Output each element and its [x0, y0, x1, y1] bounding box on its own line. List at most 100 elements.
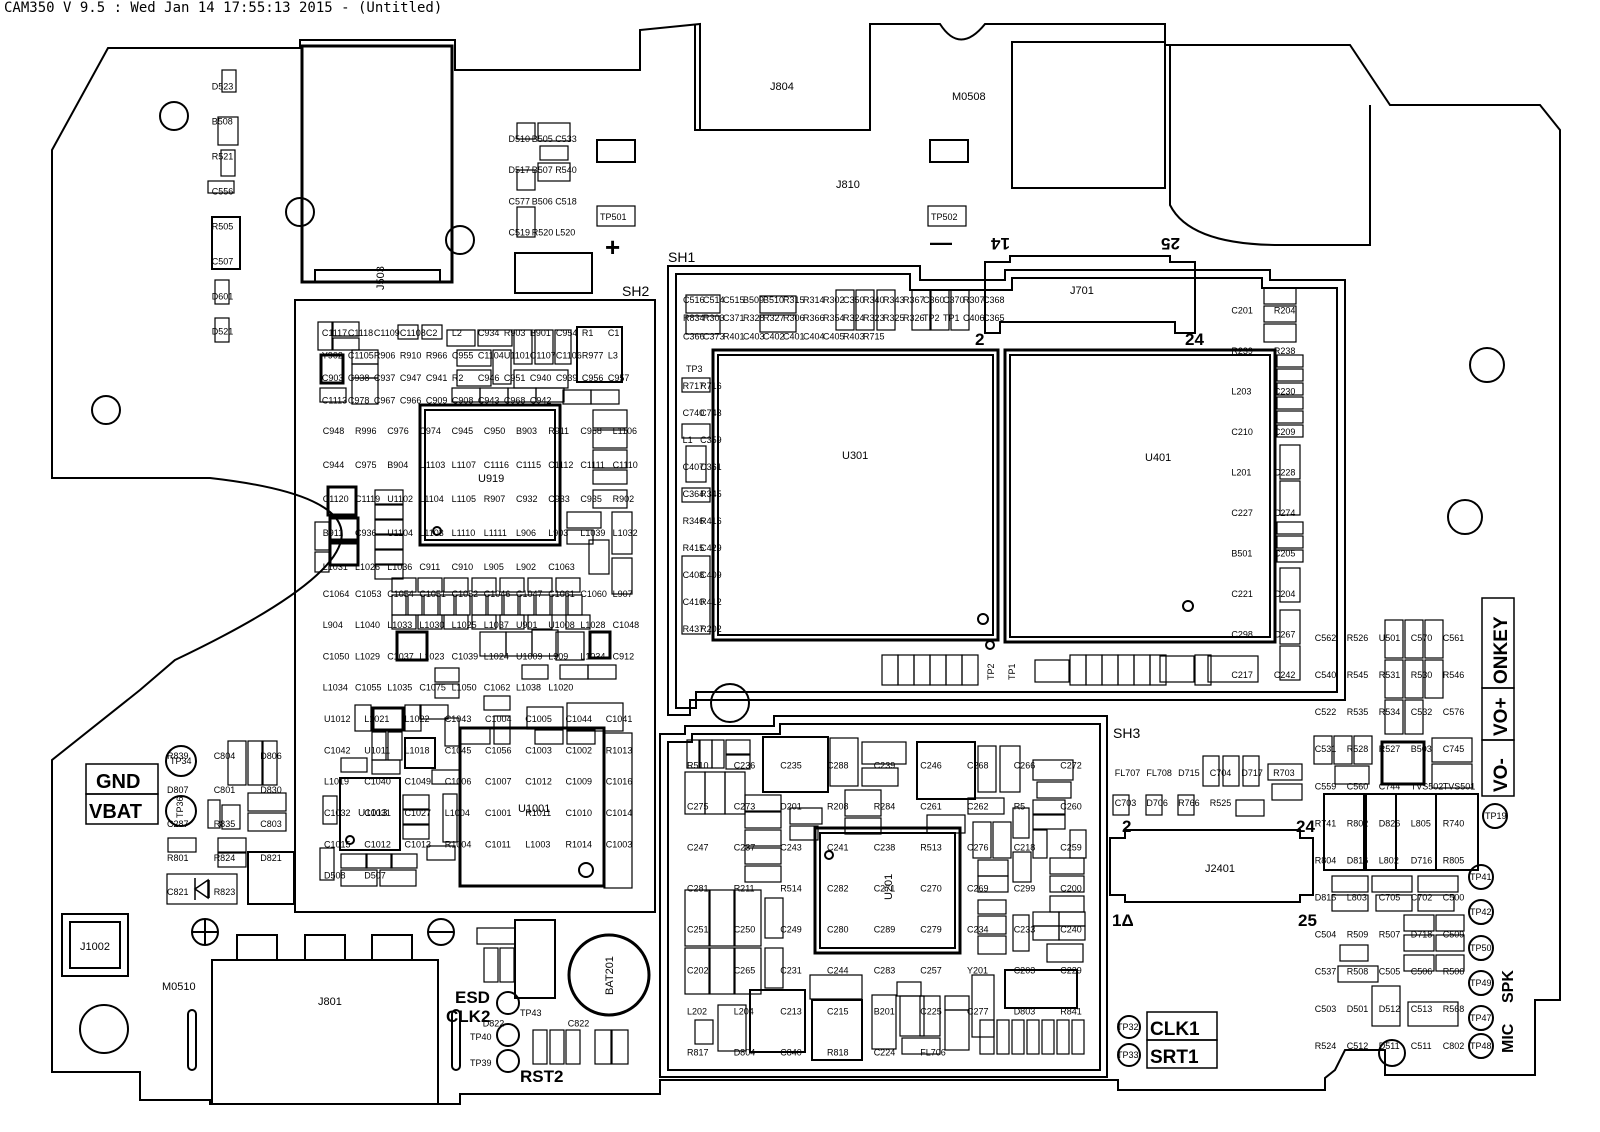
part-designator: C406 [963, 313, 985, 323]
part-designator: C1050 [323, 651, 350, 661]
part-designator: C405 [823, 332, 845, 342]
part-designator: R354 [823, 313, 845, 323]
part-designator: R307 [963, 295, 985, 305]
label-rst2: RST2 [520, 1067, 563, 1086]
tp-label: TP47 [1470, 1013, 1492, 1023]
part-designator: C200 [1060, 884, 1082, 894]
part-designator: C1047 [516, 589, 543, 599]
part-designator: R839 [167, 751, 189, 761]
part-designator: L1028 [580, 620, 605, 630]
part-designator: C1105 [348, 350, 374, 360]
shield-sh1-outline [667, 265, 1346, 716]
part-designator: C227 [1231, 508, 1253, 518]
part-designator: C1010 [566, 808, 593, 818]
part-designator: C956 [582, 373, 604, 383]
part-designator: D507 [364, 871, 386, 881]
part-designator: C704 [1210, 768, 1232, 778]
part-designator: D822 [483, 1019, 505, 1029]
part-designator: B507 [532, 165, 553, 175]
pin-label-j701-25: 25 [1161, 234, 1180, 253]
part-designator: L1029 [355, 651, 380, 661]
part-designator: C1120 [323, 494, 349, 504]
part-designator: C944 [323, 460, 345, 470]
part-designator: U1012 [324, 714, 351, 724]
part-designator: C299 [1014, 884, 1036, 894]
part-designator: C277 [967, 1007, 989, 1017]
part-designator: C1104 [478, 350, 504, 360]
part-designator: B904 [387, 460, 408, 470]
part-designator: R327 [763, 313, 785, 323]
part-designator: C506 [1411, 967, 1433, 977]
part-designator: C262 [967, 802, 989, 812]
part-designator: C1062 [484, 683, 511, 693]
part-designator: R521 [212, 152, 234, 162]
part-designator: L1034 [580, 651, 605, 661]
part-designator: D501 [1347, 1004, 1369, 1014]
part-designator: C365 [983, 313, 1005, 323]
part-designator: C532 [1411, 707, 1433, 717]
part-designator: C1113 [322, 395, 347, 405]
part-designator: R805 [1443, 856, 1465, 866]
part-designator: R345 [700, 489, 722, 499]
part-designator: U1011 [364, 745, 390, 755]
part-designator: C1119 [355, 494, 380, 504]
part-designator: C407 [683, 462, 705, 472]
part-designator: R505 [212, 222, 234, 232]
part-designator: C1040 [364, 777, 391, 787]
ic-label-j810: J810 [836, 179, 860, 191]
part-designator: L1038 [516, 683, 541, 693]
part-designator: R1011 [525, 808, 551, 818]
part-designator: C231 [780, 966, 802, 976]
part-designator: C1006 [445, 777, 472, 787]
part-designator: C933 [548, 494, 570, 504]
part-designator: C1109 [374, 328, 400, 338]
part-designator: C221 [1231, 589, 1253, 599]
part-designator: TP1 [943, 313, 960, 323]
part-designator: D510 [509, 134, 531, 144]
part-designator: R514 [780, 884, 802, 894]
part-designator: D521 [212, 327, 234, 337]
label-esd: ESD [455, 988, 490, 1007]
part-designator: R323 [863, 313, 885, 323]
ic-label-u301: U301 [842, 450, 868, 462]
part-designator: R239 [1231, 346, 1253, 356]
part-designator: R204 [1274, 305, 1296, 315]
part-designator: C274 [1274, 508, 1296, 518]
part-designator: C288 [827, 761, 849, 771]
label-vo-plus: VO+ [1491, 697, 1512, 736]
label-srt1: SRT1 [1150, 1047, 1199, 1068]
part-designator: Y902 [322, 350, 343, 360]
part-designator: C1111 [580, 460, 605, 470]
part-designator: L1030 [419, 620, 444, 630]
tp-label: TP50 [1470, 943, 1492, 953]
part-designator: R302 [823, 295, 845, 305]
part-designator: C229 [1060, 966, 1082, 976]
part-designator: C744 [1379, 781, 1401, 791]
part-designator: C361 [700, 462, 722, 472]
pin-label-j2401-2: 2 [1122, 817, 1131, 836]
label-mic: MIC [1500, 1023, 1517, 1053]
shield-label-sh3: SH3 [1113, 725, 1140, 741]
part-designator: D201 [780, 802, 802, 812]
part-designator: L1050 [452, 683, 477, 693]
part-designator: R568 [1443, 1004, 1465, 1014]
part-designator: C951 [504, 373, 526, 383]
part-designator: C503 [1315, 1004, 1337, 1014]
part-designator: D816 [1347, 856, 1369, 866]
part-designator: R208 [827, 802, 849, 812]
part-designator: R325 [883, 313, 905, 323]
ic-label-j2401: J2401 [1205, 863, 1235, 875]
part-designator: C934 [478, 328, 500, 338]
part-designator: C1 [608, 328, 620, 338]
part-designator: R911 [548, 426, 569, 436]
label-gnd: GND [96, 771, 140, 793]
shield-label-sh1: SH1 [668, 249, 695, 265]
part-designator: C911 [419, 562, 440, 572]
part-designator: R835 [214, 819, 236, 829]
part-designator: C955 [452, 350, 474, 360]
part-designator: C228 [1274, 467, 1296, 477]
part-designator: C1015 [324, 839, 351, 849]
part-designator: R346 [683, 516, 705, 526]
